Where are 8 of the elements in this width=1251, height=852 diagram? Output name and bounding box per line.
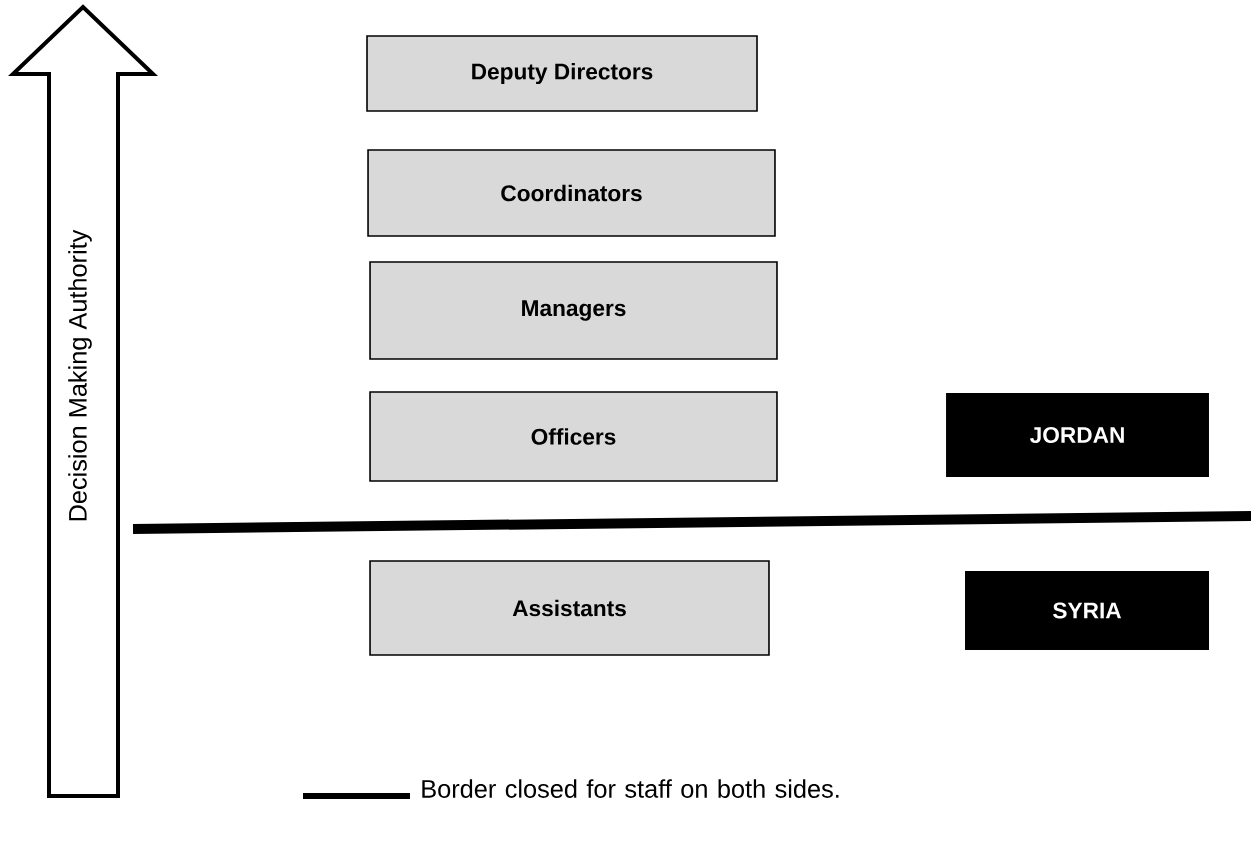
role-box: Deputy Directors [366,35,758,112]
role-box: Coordinators [367,149,776,237]
country-label: SYRIA [965,571,1209,650]
role-box: Assistants [369,560,770,656]
legend-text: Border closed for staff on both sides. [422,779,839,798]
country-label: JORDAN [946,393,1209,477]
role-box: Managers [369,261,778,360]
role-box: Officers [369,391,778,482]
